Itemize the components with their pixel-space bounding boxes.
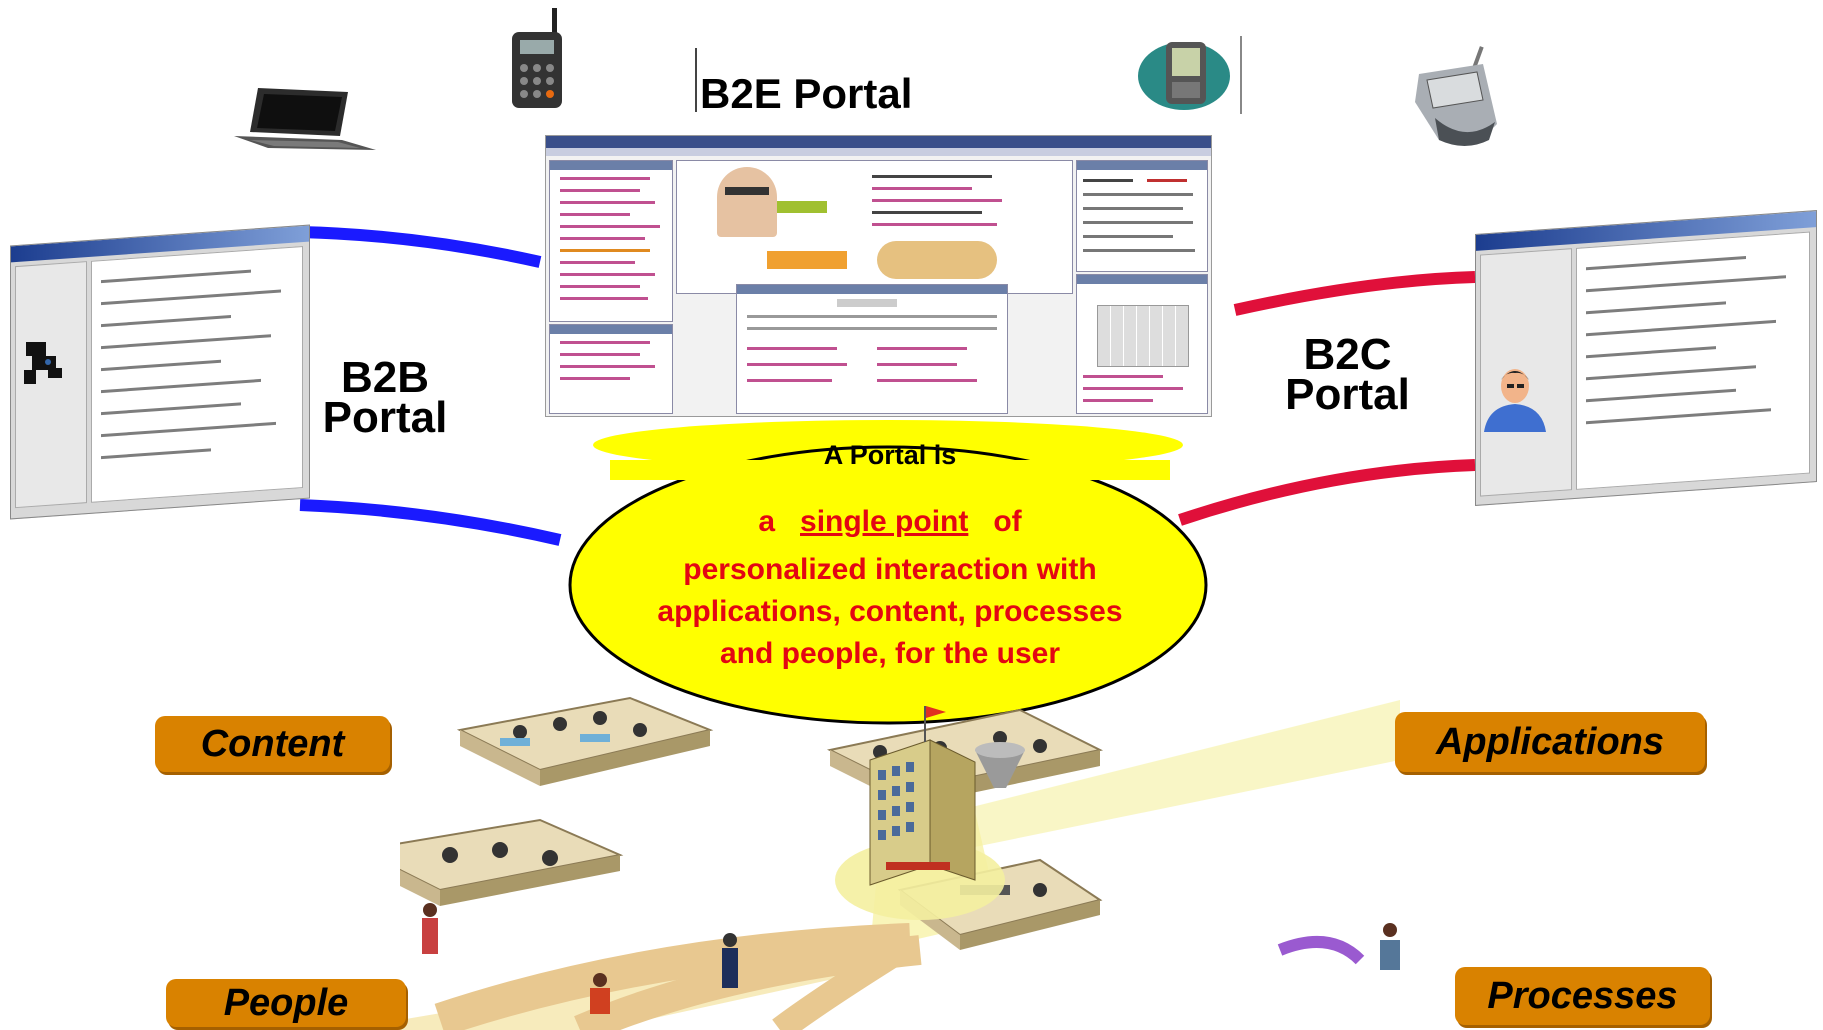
laptop-icon — [230, 84, 380, 158]
applications-label: Applications — [1395, 712, 1705, 772]
portal-right-panel — [1076, 160, 1208, 272]
b2c-app-window — [1475, 210, 1817, 506]
portal-left-panel-2 — [549, 324, 673, 414]
person-figure-4 — [1380, 923, 1400, 970]
enterprise-illustration — [400, 696, 1400, 1030]
b2c-portal-label: B2C Portal — [1275, 330, 1420, 419]
b2c-connector-top — [1233, 271, 1476, 316]
portal-search-panel — [736, 284, 1008, 414]
portal-left-panel — [549, 160, 673, 322]
definition-highlight: single point — [800, 505, 969, 538]
robot-icon — [18, 338, 66, 388]
definition-bubble: A Portal is a single point of personaliz… — [545, 420, 1235, 720]
title-divider-right — [1240, 36, 1242, 114]
b2c-portal-text: B2C Portal — [1285, 330, 1410, 419]
handheld-device-icon — [1405, 44, 1505, 154]
people-label: People — [166, 979, 406, 1027]
b2b-portal-text: B2B Portal — [322, 353, 448, 442]
definition-lead: a single point of — [545, 505, 1235, 539]
b2e-portal-screenshot — [545, 135, 1212, 417]
portal-calendar-panel — [1076, 274, 1208, 414]
processes-label: Processes — [1455, 967, 1710, 1025]
portal-center-panel — [676, 160, 1073, 294]
page-title: B2E Portal — [700, 70, 913, 117]
definition-lead-of: of — [993, 505, 1022, 538]
b2b-connector-top — [299, 226, 542, 268]
user-avatar-icon — [1480, 362, 1550, 432]
central-building-icon — [835, 706, 1005, 920]
definition-lead-a: a — [758, 505, 775, 538]
content-label-text: Content — [200, 722, 345, 765]
definition-line-2: personalized interaction with — [683, 553, 1097, 586]
person-figure-1 — [422, 903, 438, 954]
definition-line-3: applications, content, processes — [657, 595, 1123, 628]
definition-line-4: and people, for the user — [719, 637, 1061, 670]
title-divider-left — [695, 48, 697, 112]
b2b-connector-bottom — [299, 499, 562, 546]
mobile-phone-icon — [508, 8, 568, 110]
definition-heading: A Portal is — [823, 440, 957, 470]
person-figure-3 — [722, 933, 738, 988]
processes-label-text: Processes — [1487, 974, 1678, 1017]
content-label: Content — [155, 716, 390, 772]
person-figure-2 — [590, 973, 610, 1014]
people-room — [400, 818, 624, 906]
b2c-connector-bottom — [1178, 459, 1476, 526]
definition-bubble-shape — [568, 420, 1208, 725]
portal-header-bar — [546, 136, 1211, 148]
b2b-portal-label: B2B Portal — [320, 353, 450, 442]
pda-icon — [1136, 36, 1238, 114]
content-room — [456, 696, 714, 786]
applications-label-text: Applications — [1435, 720, 1665, 763]
people-label-text: People — [223, 981, 349, 1024]
